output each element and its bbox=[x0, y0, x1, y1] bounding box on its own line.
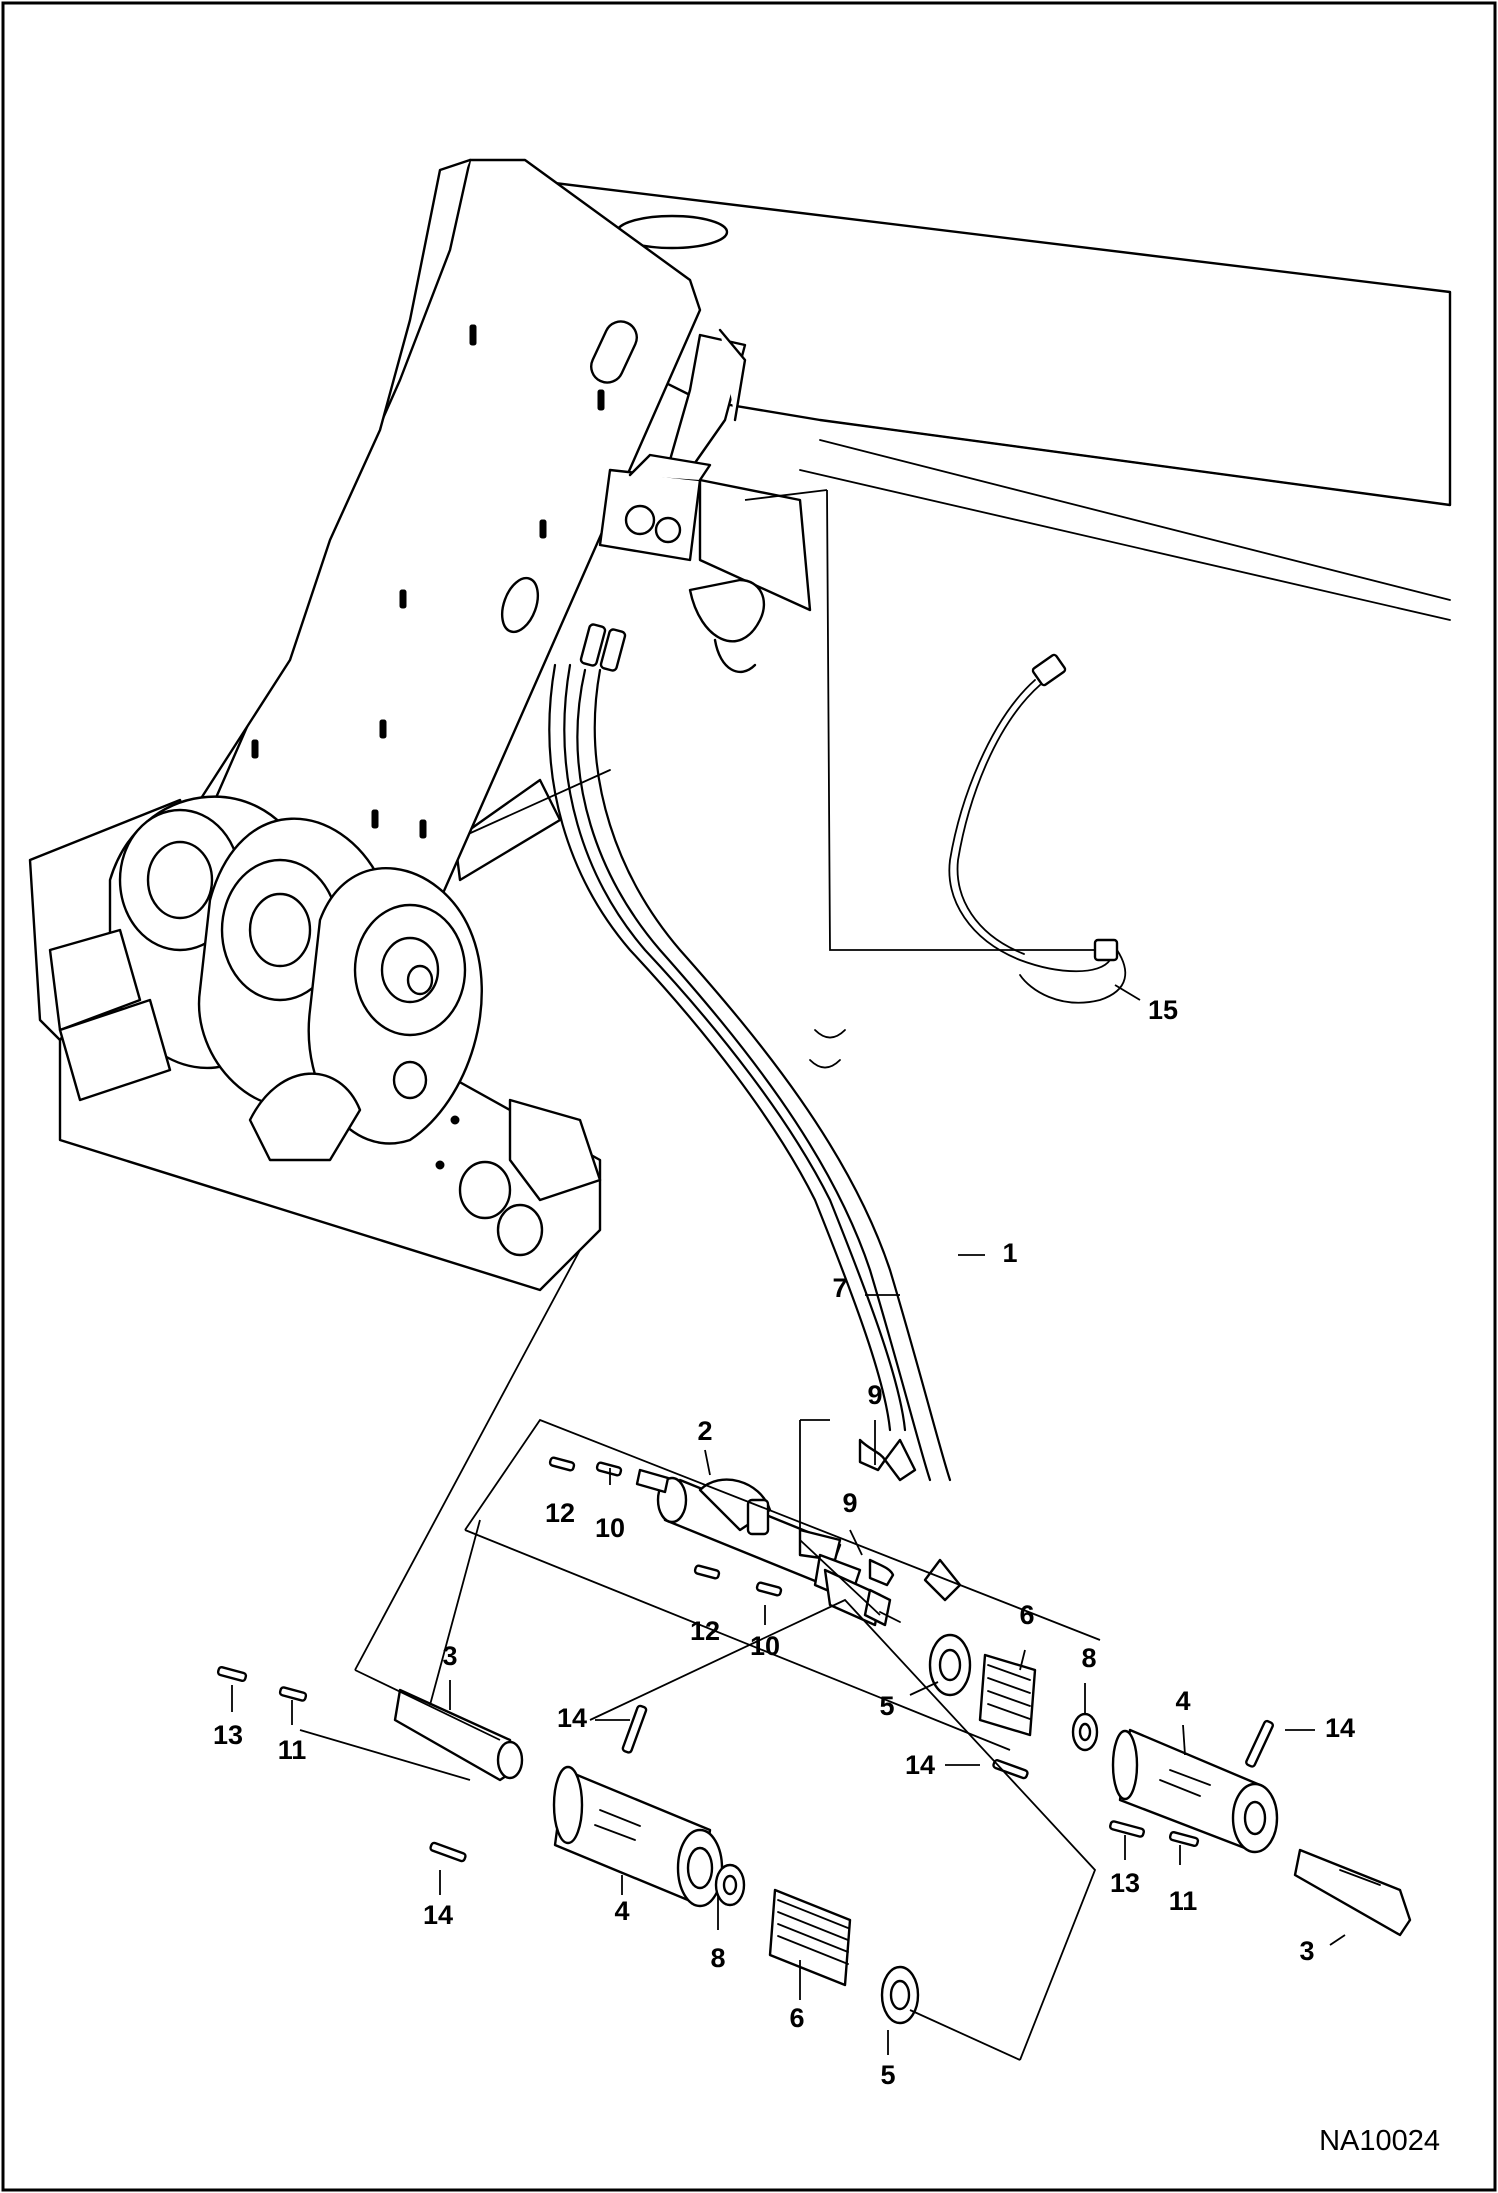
callout-labels: 1 7 15 2 9 9 12 10 12 10 6 8 5 4 14 14 1… bbox=[213, 995, 1355, 2090]
left-collar-5 bbox=[880, 1965, 920, 2025]
valve-block bbox=[579, 328, 812, 674]
callout-10-lower: 10 bbox=[750, 1631, 780, 1661]
callout-14-right-upper: 14 bbox=[1325, 1713, 1355, 1743]
loader-arm bbox=[453, 178, 1452, 882]
wiring-harness bbox=[948, 653, 1127, 1004]
callout-13-left: 13 bbox=[213, 1720, 243, 1750]
right-pin-3 bbox=[1293, 1848, 1412, 1937]
callout-6-left: 6 bbox=[789, 2003, 804, 2033]
callout-5-left: 5 bbox=[880, 2060, 895, 2090]
callout-14-left-upper: 14 bbox=[557, 1703, 587, 1733]
callout-5-right: 5 bbox=[879, 1691, 894, 1721]
callout-8-right: 8 bbox=[1081, 1643, 1096, 1673]
right-pin-assembly bbox=[928, 1633, 1412, 1937]
cylinder-assembly bbox=[635, 1438, 901, 1627]
left-pin-assembly bbox=[216, 1456, 920, 2025]
callout-9-upper: 9 bbox=[867, 1380, 882, 1410]
callout-2: 2 bbox=[697, 1416, 712, 1446]
left-pin-3 bbox=[393, 1688, 524, 1782]
hose-assemblies bbox=[548, 663, 962, 1602]
callout-4-left: 4 bbox=[614, 1896, 629, 1926]
grouping-lines bbox=[299, 489, 1101, 2061]
callout-10-upper: 10 bbox=[595, 1513, 625, 1543]
right-spring-6 bbox=[978, 1653, 1037, 1737]
callout-4-right: 4 bbox=[1175, 1686, 1190, 1716]
callout-12-lower: 12 bbox=[690, 1616, 720, 1646]
right-collar-5 bbox=[928, 1633, 972, 1697]
callout-leaders bbox=[231, 984, 1346, 2055]
callout-11-left: 11 bbox=[278, 1735, 307, 1765]
callout-9-lower: 9 bbox=[842, 1488, 857, 1518]
left-spring-6 bbox=[768, 1888, 852, 1987]
pivot-hinges bbox=[28, 795, 602, 1292]
callout-14-left-lower: 14 bbox=[423, 1900, 453, 1930]
callout-3-right: 3 bbox=[1299, 1936, 1314, 1966]
callout-15: 15 bbox=[1148, 995, 1178, 1025]
callout-14-right-lower: 14 bbox=[905, 1750, 935, 1780]
callout-3-left: 3 bbox=[442, 1641, 457, 1671]
callout-8-left: 8 bbox=[710, 1943, 725, 1973]
callout-11-right: 11 bbox=[1169, 1886, 1198, 1916]
callout-12-upper: 12 bbox=[545, 1498, 575, 1528]
right-sleeve-4 bbox=[1111, 1728, 1279, 1854]
right-washer-8 bbox=[1071, 1712, 1099, 1752]
callout-7: 7 bbox=[832, 1273, 847, 1303]
callout-13-right: 13 bbox=[1110, 1868, 1140, 1898]
callout-6-right: 6 bbox=[1019, 1600, 1034, 1630]
callout-1: 1 bbox=[1002, 1238, 1017, 1268]
figure-id: NA10024 bbox=[1319, 2125, 1440, 2157]
left-sleeve-4 bbox=[552, 1765, 724, 1908]
left-washer-8 bbox=[714, 1863, 746, 1907]
